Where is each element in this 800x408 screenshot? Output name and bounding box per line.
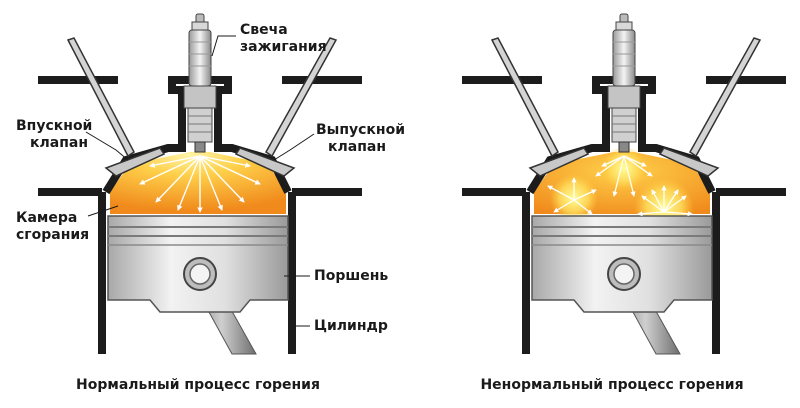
caption-normal: Нормальный процесс горения — [76, 377, 320, 393]
label-intake-valve: Впускной клапан — [16, 118, 92, 152]
intake-valve-leader — [85, 131, 129, 161]
caption-abnormal: Ненормальный процесс горения — [480, 377, 744, 393]
label-spark-plug-line2: зажигания — [240, 39, 327, 55]
label-exhaust-valve-line1: Выпускной — [316, 122, 406, 138]
spark-plug-leader — [211, 35, 236, 57]
chamber-leader — [87, 205, 119, 217]
label-exhaust-valve: Выпускной клапан — [316, 122, 405, 156]
label-cylinder: Цилиндр — [314, 318, 388, 334]
flame-arrows-normal — [139, 155, 261, 213]
label-intake-valve-line2: клапан — [30, 135, 88, 151]
leader-lines — [85, 35, 315, 327]
engine-abnormal — [462, 14, 786, 354]
label-combustion-chamber: Камера сгорания — [16, 210, 89, 244]
label-chamber-line1: Камера — [16, 210, 78, 226]
label-exhaust-valve-line2: клапан — [328, 139, 386, 155]
flame-arrows-abnormal — [547, 155, 693, 217]
label-spark-plug-line1: Свеча — [240, 22, 288, 38]
label-piston: Поршень — [314, 268, 389, 284]
engine-normal — [38, 14, 362, 354]
exhaust-valve-leader — [273, 133, 315, 161]
label-chamber-line2: сгорания — [16, 227, 90, 243]
label-intake-valve-line1: Впускной — [16, 118, 93, 134]
label-spark-plug: Свеча зажигания — [240, 22, 327, 56]
